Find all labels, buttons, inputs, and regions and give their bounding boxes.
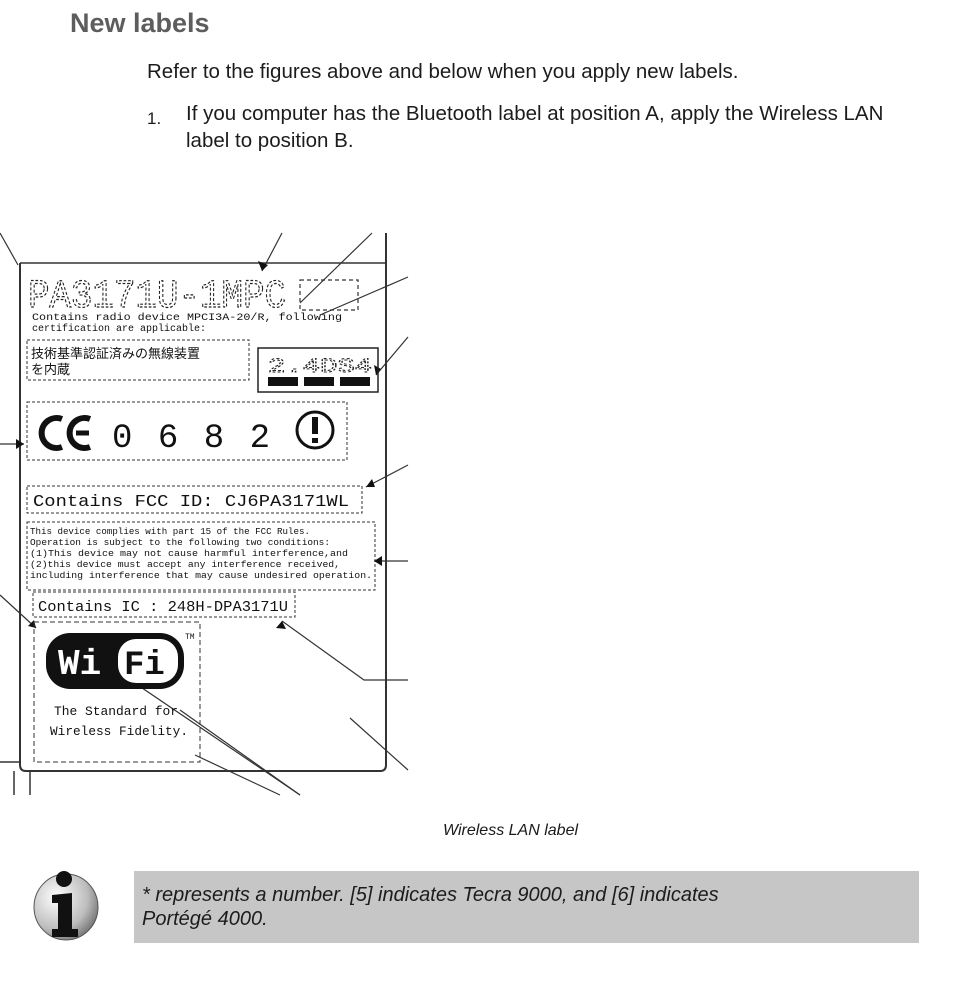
ce-mark-icon bbox=[38, 415, 92, 451]
svg-text:Wi: Wi bbox=[58, 644, 101, 685]
alert-icon bbox=[295, 410, 335, 450]
note-line: * represents a number. [5] indicates Tec… bbox=[142, 884, 719, 906]
fcc-text-line: This device complies with part 15 of the… bbox=[30, 527, 310, 537]
figure-caption: Wireless LAN label bbox=[443, 822, 579, 839]
svg-text:Fi: Fi bbox=[124, 647, 165, 685]
wifi-tagline: The Standard for bbox=[54, 704, 178, 719]
wifi-logo: Wi Fi TM bbox=[46, 633, 195, 689]
jp-certification-line1: 技術基準認証済みの無線装置 bbox=[31, 346, 200, 362]
section-heading: New labels bbox=[70, 8, 210, 38]
fcc-text-line: (2)this device must accept any interfere… bbox=[30, 560, 340, 570]
wireless-lan-label-figure: PA3171U-1MPC Contains radio device MPCI3… bbox=[0, 225, 410, 800]
jp-certification-line2: を内蔵 bbox=[31, 362, 70, 378]
part-number: PA3171U-1MPC bbox=[28, 275, 286, 320]
fcc-text-line: including interference that may cause un… bbox=[30, 571, 372, 581]
fcc-id: Contains FCC ID: CJ6PA3171WL bbox=[33, 493, 349, 512]
certification-line: certification are applicable: bbox=[32, 323, 206, 335]
ce-number: 0682 bbox=[112, 420, 270, 458]
note-line: Portégé 4000. bbox=[142, 908, 268, 930]
fcc-text-line: Operation is subject to the following tw… bbox=[30, 538, 330, 548]
info-icon bbox=[30, 865, 100, 945]
step-text: If you computer has the Bluetooth label … bbox=[186, 102, 884, 152]
ic-id: Contains IC : 248H-DPA3171U bbox=[38, 599, 288, 616]
step-number: 1. bbox=[147, 109, 162, 128]
note-box: * represents a number. [5] indicates Tec… bbox=[134, 871, 919, 943]
wifi-tagline: Wireless Fidelity. bbox=[50, 724, 188, 739]
radio-device-line: Contains radio device MPCI3A-20/R, follo… bbox=[32, 312, 342, 324]
band-code: 2.4DS4 bbox=[268, 356, 372, 379]
fcc-text-line: (1)This device may not cause harmful int… bbox=[30, 549, 348, 559]
intro-text: Refer to the figures above and below whe… bbox=[147, 60, 739, 83]
svg-text:TM: TM bbox=[185, 633, 195, 642]
